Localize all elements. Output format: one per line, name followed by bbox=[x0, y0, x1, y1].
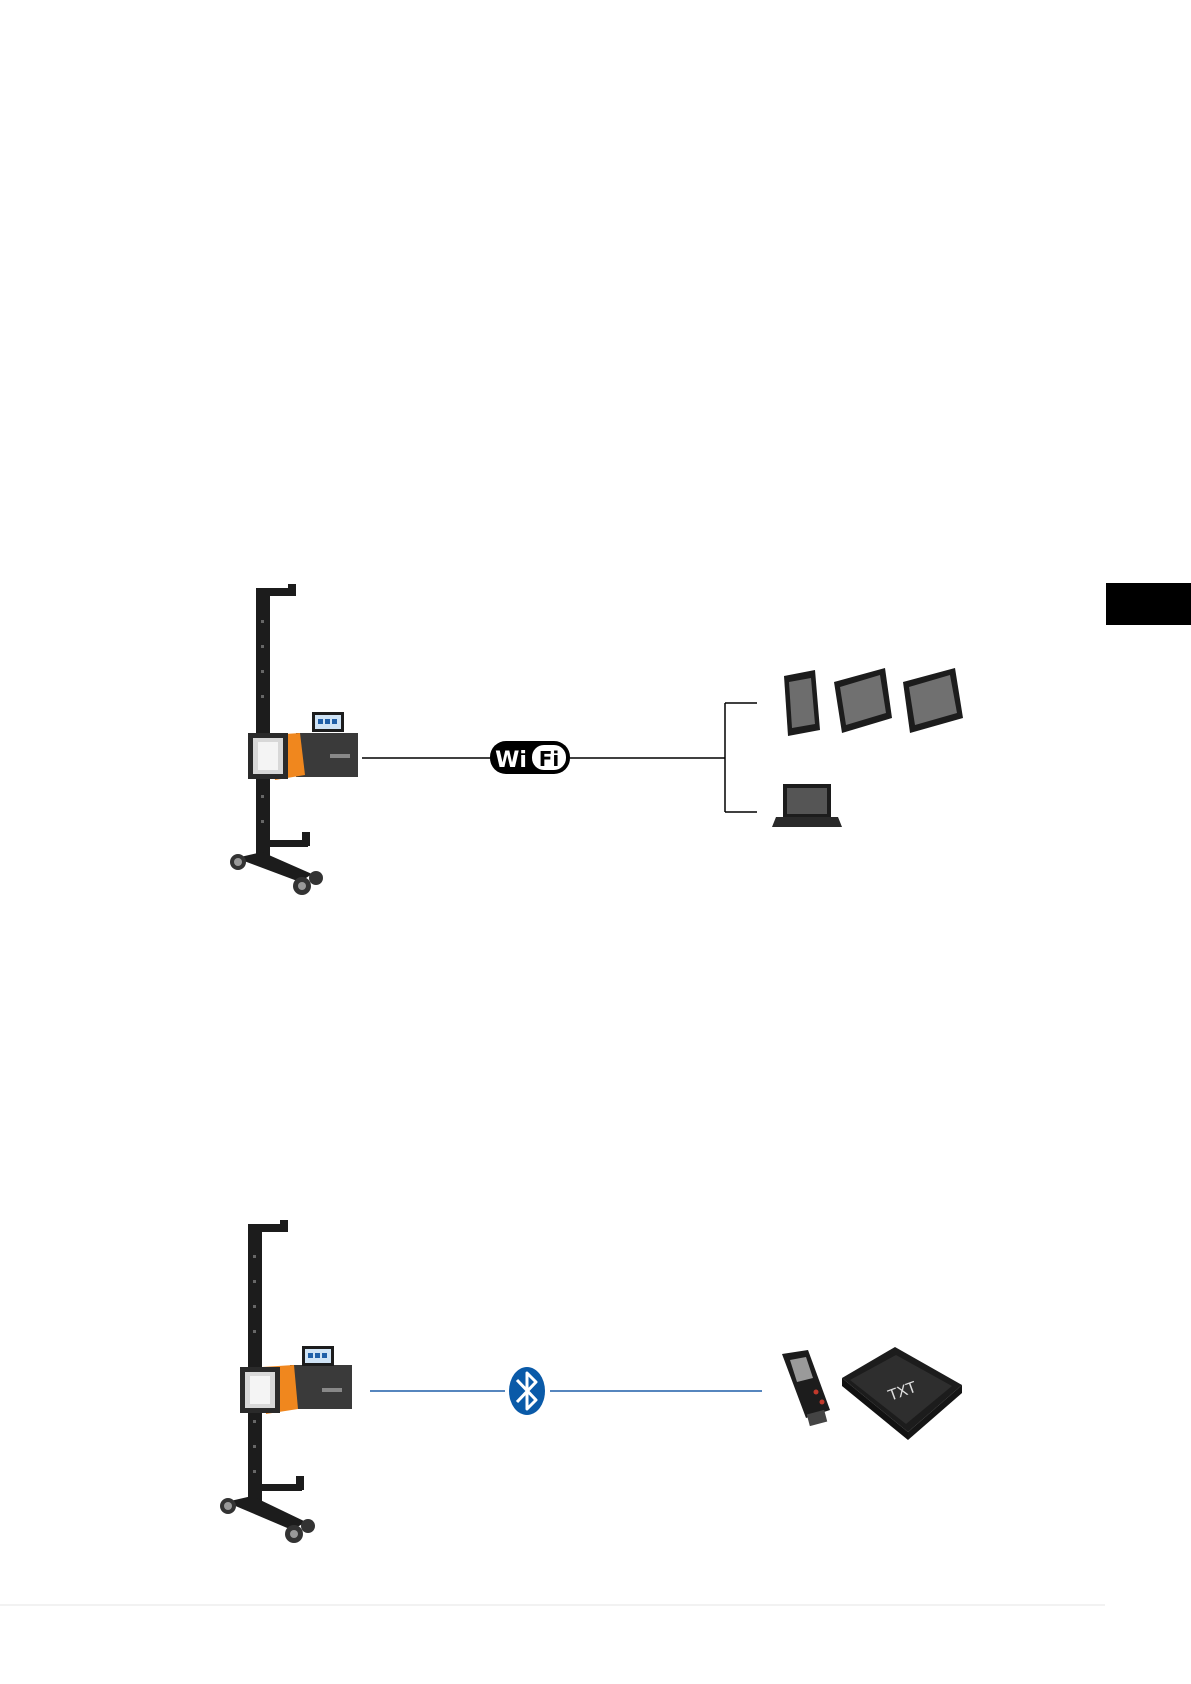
vci-dongle-icon bbox=[782, 1350, 830, 1426]
txt-diagnostic-box-icon: TXT bbox=[842, 1347, 962, 1440]
headlight-tester-stand-icon bbox=[220, 1220, 352, 1543]
bluetooth-logo-icon bbox=[509, 1367, 545, 1415]
